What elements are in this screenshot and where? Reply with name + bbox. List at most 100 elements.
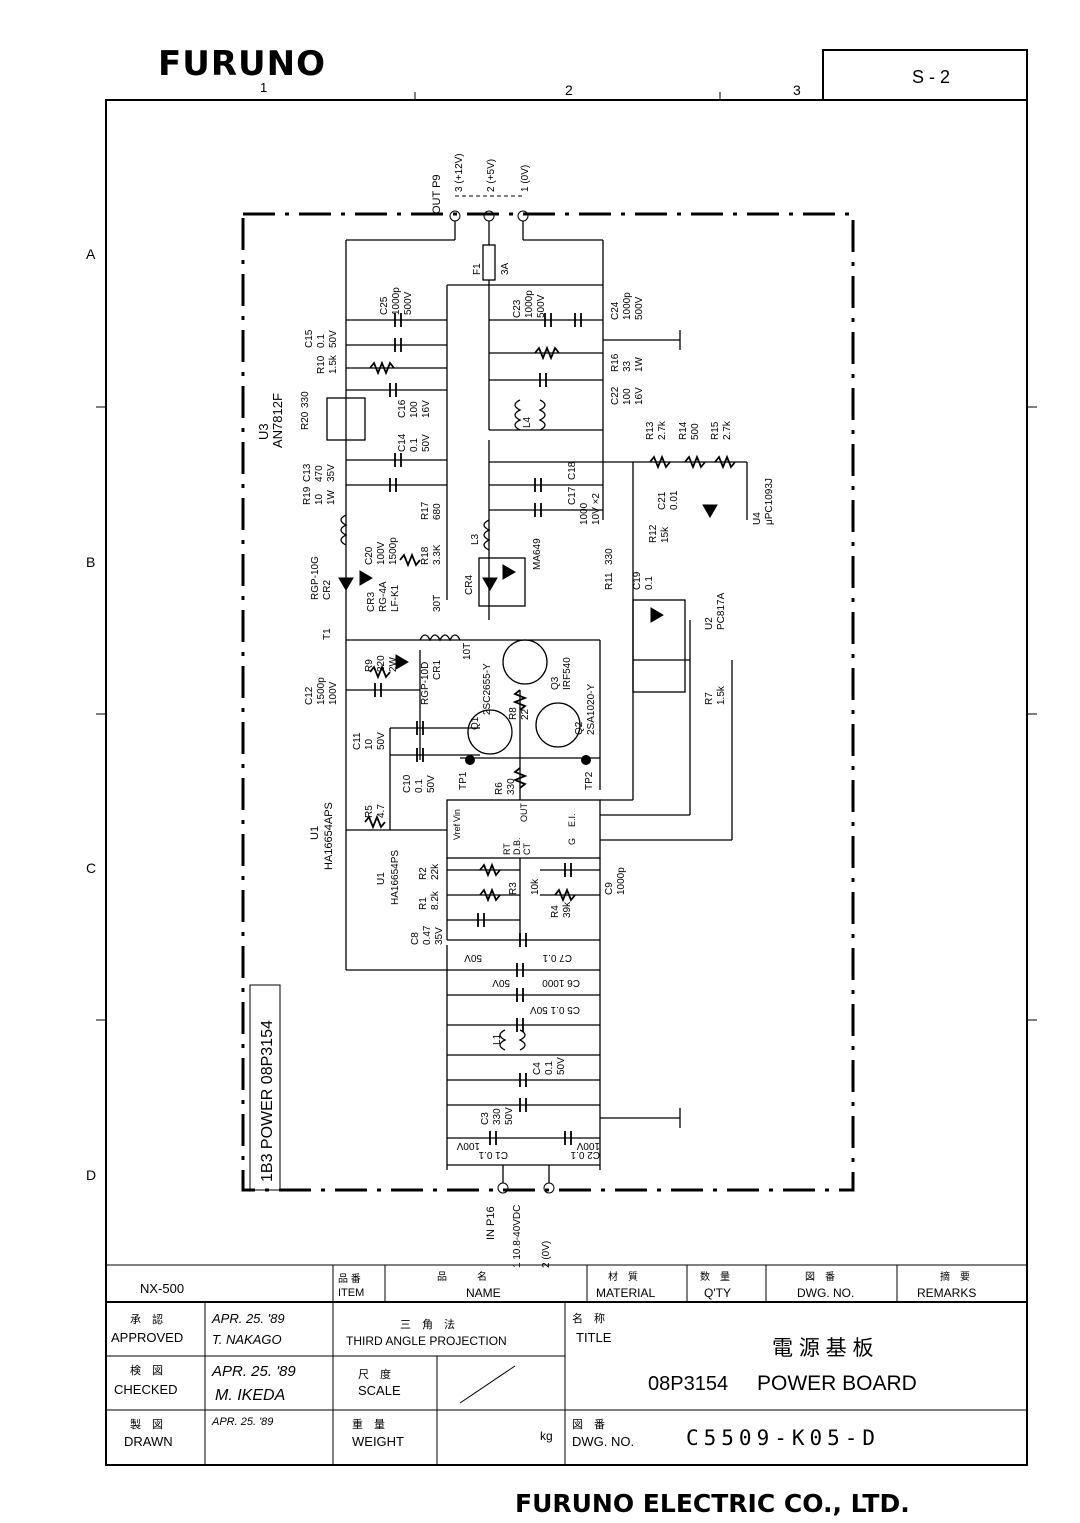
title-block: 承 認 APPROVED APR. 25. '89 T. NAKAGO 検 図 … [105,1301,1028,1466]
label-r1-val: 8.2k [430,890,441,910]
label-r11: R11 [604,572,615,590]
label-r5: R5 [364,805,375,818]
title-label: TITLE [576,1330,612,1345]
label-c10-val: 0.1 [414,779,425,793]
checked-date: APR. 25. '89 [211,1363,296,1380]
label-c25-val: 1000p [391,287,402,315]
checked-by: M. IKEDA [215,1387,285,1404]
label-u3-part: AN7812F [270,393,285,448]
label-r14: R14 [678,421,689,440]
col-marker-3: 3 [793,82,801,98]
label-l1: L1 [492,1033,503,1045]
label-r19-w: 1W [326,489,337,505]
label-r16-w: 1W [634,356,645,372]
label-r16-val: 33 [622,360,633,372]
label-q3: Q3 [550,676,561,690]
label-c11-volt: 50V [376,732,387,750]
weight-unit: kg [540,1429,553,1443]
label-r1: R1 [418,897,429,910]
label-r9-w: 2W [388,656,399,672]
label-c22: C22 [610,386,621,405]
label-cr1-part: RGP-10D [420,662,431,705]
label-c22-volt: 16V [634,387,645,405]
label-u2-part: PC817A [716,592,727,630]
label-c23-volt: 500V [536,294,547,318]
row-marker-a: A [86,246,96,262]
component-labels: F1 3A C25 1000p 500V C23 1000p 500V C24 … [256,262,775,1160]
item-jp: 品 番 [338,1273,361,1285]
label-c9-val: 1000p [616,867,627,895]
label-cr2-part: RGP-10G [310,556,321,600]
label-c12: C12 [304,686,315,705]
label-ma649: MA649 [532,538,543,570]
approved-label: APPROVED [111,1330,183,1345]
label-r3: R3 [508,882,519,895]
label-c22-val: 100 [622,388,633,405]
label-r14-val: 500 [690,423,701,440]
col-marker-2: 2 [565,82,573,98]
out-pin-1: 1 (0V) [520,165,531,192]
label-r7: R7 [704,692,715,705]
label-c5: C5 0.1 50V [530,1004,580,1015]
label-r12-val: 15k [660,526,671,543]
title-code: 08P3154 [648,1373,728,1395]
out-pin-3: 3 (+12V) [454,153,465,192]
board-outline [241,212,855,1192]
label-c23: C23 [512,299,523,318]
label-r7-val: 1.5k [716,685,727,705]
label-c17-c18-a: C17 [567,486,578,505]
label-cr2: CR2 [322,580,333,600]
label-r16: R16 [610,353,621,372]
label-c16-volt: 16V [421,400,432,418]
board-label-box [249,984,281,1191]
name-jp: 品 名 [437,1270,487,1283]
u1-pin-out: OUT [519,803,529,823]
label-u1-b-part: HA16654PS [390,850,401,905]
name-label: NAME [466,1286,501,1300]
label-cr3: CR3 [366,592,377,612]
title-jp: 電 源 基 板 [772,1337,874,1360]
label-c12-volt: 100V [328,681,339,705]
label-c11: C11 [352,732,363,750]
u1-pin-ct: CT [522,843,532,855]
weight-jp: 重 量 [352,1417,385,1431]
label-c14-val: 0.1 [409,438,420,452]
label-r12: R12 [648,524,659,543]
label-c14: C14 [397,433,408,452]
label-c25: C25 [379,296,390,315]
col-marker-1: 1 [260,80,267,95]
dwg-no-label: DWG. NO. [572,1434,634,1449]
label-u1-a-part: HA16654APS [323,802,335,870]
sheet-number: S - 2 [912,67,950,87]
label-c17-c18-volt: 10V ×2 [591,493,602,525]
u1-pin-vref: Vref [452,823,462,840]
label-c15-volt: 50V [328,330,339,348]
label-c13: C13 [302,463,313,482]
dwg-no-jp: 図 番 [572,1418,605,1431]
label-c14-volt: 50V [421,434,432,452]
furuno-logo: FURUNO [158,44,326,84]
dwg-no: C5509-K05-D [686,1426,880,1450]
component-symbols [364,313,736,1145]
label-q3-part: IRF540 [562,657,573,690]
u1-pin-db: D.B. [512,837,522,855]
label-r17: R17 [420,501,431,520]
label-c25-volt: 500V [403,291,414,315]
label-u4: U4 [752,512,763,525]
u1-pin-rt: RT [502,843,512,855]
row-marker-b: B [86,554,95,570]
label-q2-part: 2SA1020-Y [586,684,597,735]
approved-date: APR. 25. '89 [211,1311,285,1326]
label-c24-val: 1000p [622,292,633,320]
label-c17-c18-val: 1000 [579,502,590,525]
label-tp1: TP1 [458,771,469,790]
remarks-label: REMARKS [917,1286,976,1300]
test-points [465,755,591,765]
label-c20: C20 [364,546,375,565]
label-c7: C7 0.1 [542,952,572,963]
label-q1: Q1 [470,716,481,730]
out-pin-2: 2 (+5V) [486,159,497,192]
label-q1-part: 2SC2655-Y [482,663,493,715]
dwg-label: DWG. NO. [797,1286,854,1300]
u1-pin-g: G [567,838,577,845]
